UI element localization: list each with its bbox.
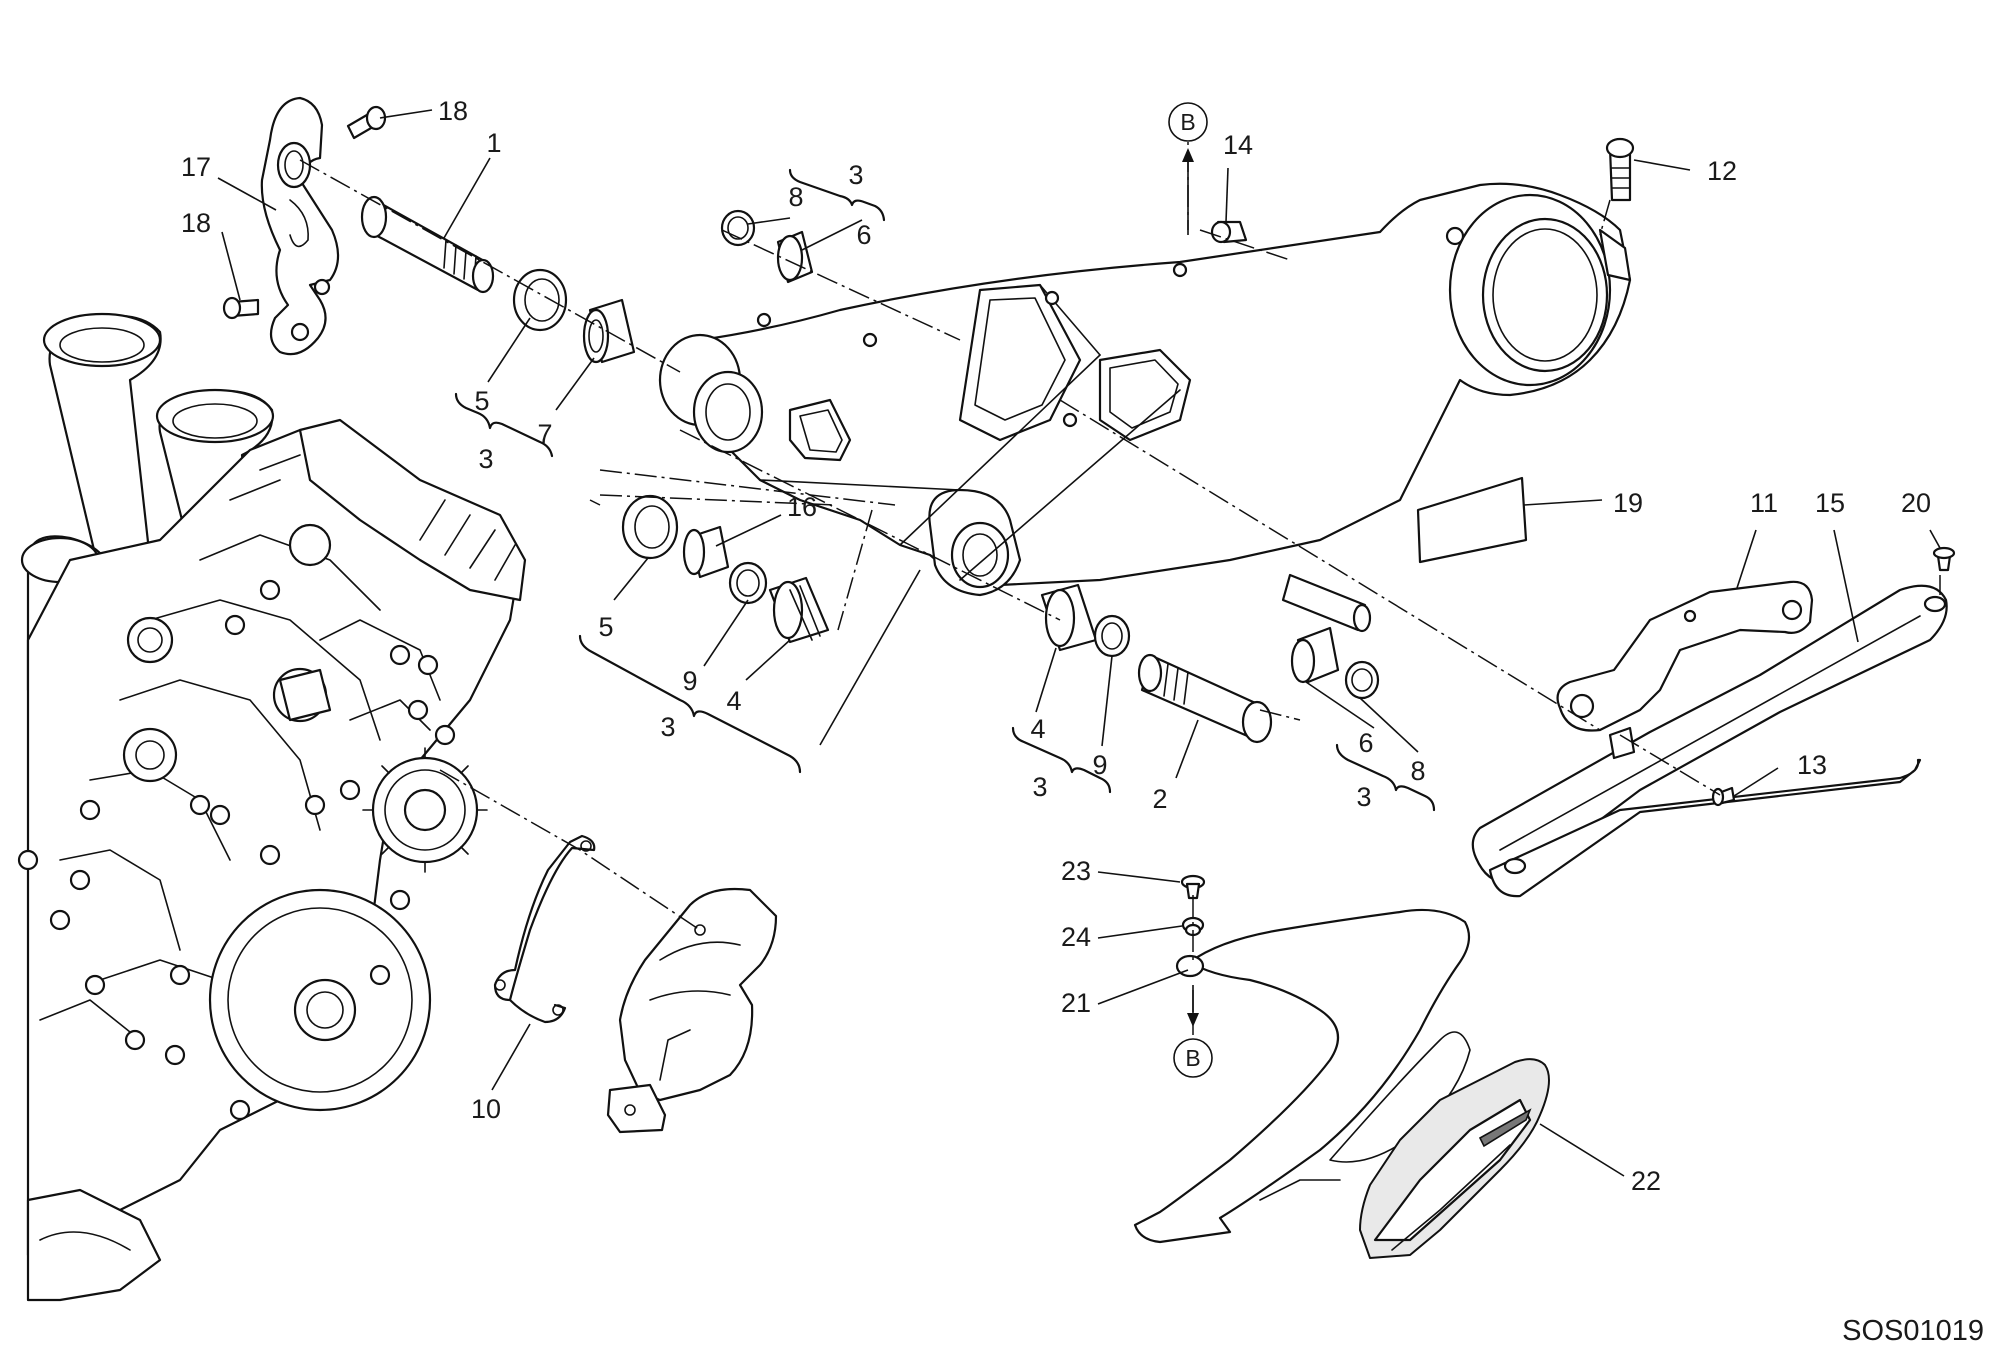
- inner-spacer-tube: [1281, 573, 1372, 633]
- callout-label: 24: [1061, 922, 1091, 952]
- callout-label: 20: [1901, 488, 1931, 518]
- callout-label: 13: [1797, 750, 1827, 780]
- part-5-seal-lower: [621, 494, 679, 560]
- part-22-chain-guard-cover: [1359, 1058, 1550, 1259]
- part-13-screw: [1711, 786, 1736, 807]
- reference-B-top: B: [1168, 102, 1208, 142]
- callout-label: 8: [1410, 756, 1425, 786]
- callout-label: 17: [181, 152, 211, 182]
- reference-B-top-letter: B: [1180, 109, 1195, 135]
- part-14-bolt: [1210, 220, 1248, 244]
- reference-arrows: [1182, 148, 1199, 1027]
- part-12-bolt: [1605, 137, 1635, 202]
- part-9-ring-right: [1093, 614, 1131, 658]
- diagram-code: SOS01019: [1842, 1315, 1984, 1347]
- sprocket-cover: [606, 887, 778, 1134]
- part-4-bearing-right: [1040, 583, 1098, 652]
- part-8-ring-upper: [720, 209, 756, 247]
- part-4-bearing-left: [768, 576, 830, 644]
- part-7-bushing: [582, 298, 636, 364]
- callout-label: 8: [788, 182, 803, 212]
- callout-label: 4: [726, 686, 741, 716]
- part-19-sticker: [1416, 476, 1528, 564]
- grouping-lines: [589, 494, 873, 631]
- part-18-bolt-lower: [222, 296, 260, 320]
- callout-label: 3: [478, 444, 493, 474]
- callout-label: 5: [598, 612, 613, 642]
- callout-numbers: 1 18 17 18 3 8 6 5 7 3 16 5 9 4 3 14 12 …: [181, 96, 1931, 1196]
- callout-label: 2: [1152, 784, 1167, 814]
- part-6-spacer-upper: [776, 230, 814, 284]
- part-10-gasket: [493, 834, 596, 1024]
- callout-label: 10: [471, 1094, 501, 1124]
- part-9-ring-left: [728, 561, 768, 605]
- callout-label: 6: [1358, 728, 1373, 758]
- group-braces: [454, 168, 1436, 812]
- callout-label: 6: [856, 220, 871, 250]
- callout-label: 15: [1815, 488, 1845, 518]
- callout-label: 21: [1061, 988, 1091, 1018]
- callout-label: 18: [438, 96, 468, 126]
- part-6-spacer-right: [1290, 626, 1340, 684]
- engine-drawing: [17, 312, 527, 1302]
- callout-label: 3: [1032, 772, 1047, 802]
- callout-label: 3: [848, 160, 863, 190]
- part-1-pivot-shaft: [360, 195, 495, 294]
- callout-label: 14: [1223, 130, 1253, 160]
- callout-label: 5: [474, 386, 489, 416]
- swingarm: [658, 182, 1632, 597]
- part-23-screw: [1180, 874, 1206, 900]
- callout-label: 12: [1707, 156, 1737, 186]
- callout-label: 16: [787, 492, 817, 522]
- part-17-bracket: [260, 96, 340, 356]
- leader-lines: [217, 109, 1941, 1177]
- callout-label: 23: [1061, 856, 1091, 886]
- callout-label: 18: [181, 208, 211, 238]
- part-16-bushing: [682, 525, 730, 579]
- callout-label: 19: [1613, 488, 1643, 518]
- part-2-shaft: [1137, 653, 1273, 744]
- callout-label: 9: [1092, 750, 1107, 780]
- callout-label: 3: [1356, 782, 1371, 812]
- part-8-ring-right: [1344, 660, 1380, 700]
- callout-label: 11: [1750, 488, 1778, 518]
- part-5-seal-upper: [512, 268, 568, 332]
- part-11-chain-guard-bracket: [1556, 580, 1814, 732]
- callout-label: 9: [682, 666, 697, 696]
- part-15-chain-slider: [1471, 584, 1948, 898]
- part-20-screw: [1932, 546, 1956, 572]
- reference-B-bottom-letter: B: [1185, 1045, 1200, 1071]
- reference-B-bottom: B: [1173, 1038, 1213, 1078]
- callout-label: 3: [660, 712, 675, 742]
- part-18-bolt-upper: [346, 105, 387, 140]
- callout-label: 7: [537, 419, 552, 449]
- callout-label: 4: [1030, 714, 1045, 744]
- callout-label: 22: [1631, 1166, 1661, 1196]
- callout-label: 1: [486, 128, 501, 158]
